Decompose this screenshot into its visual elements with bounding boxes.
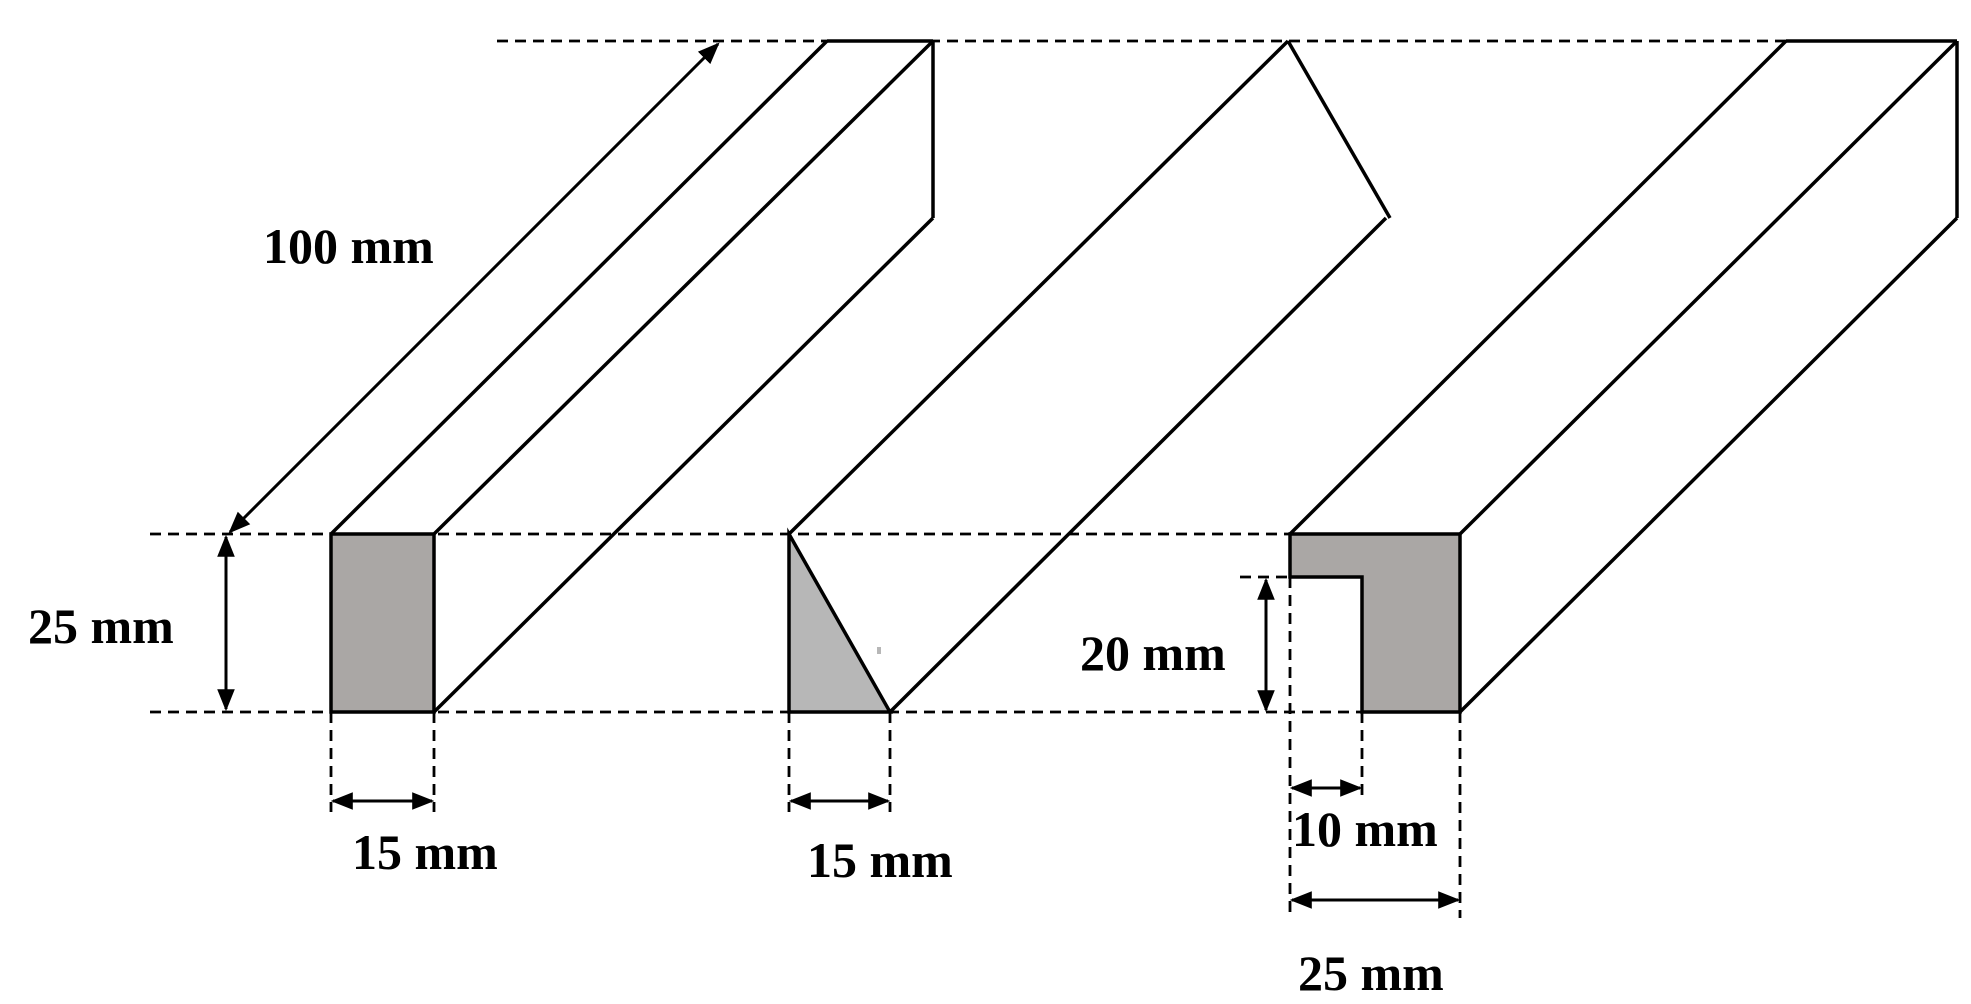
l-top-right-edge [1458, 39, 1959, 536]
length-label: 100 mm [263, 218, 434, 274]
l-width-label: 25 mm [1298, 945, 1444, 1001]
rect-cross-section [329, 532, 436, 714]
triangular-beam [787, 39, 1392, 714]
stray-mark [877, 647, 881, 654]
l-section-beam [1288, 39, 1959, 714]
tri-width-label: 15 mm [807, 832, 953, 888]
dimension-arrows [217, 42, 1461, 909]
height-label: 25 mm [28, 598, 174, 654]
l-cross-section [1288, 532, 1462, 714]
l-bottom-right-edge [1458, 216, 1959, 714]
length-dimension-arrow [228, 42, 720, 534]
tri-back-edge [1286, 40, 1392, 219]
triangle-cross-section [787, 527, 894, 714]
dimension-labels: 100 mm 25 mm 15 mm 15 mm 20 mm 10 mm 25 … [28, 218, 1444, 1001]
rectangular-beam [329, 39, 935, 714]
l-top-left-edge [1288, 39, 1788, 536]
rect-width-label: 15 mm [352, 824, 498, 880]
notch-width-label: 10 mm [1292, 801, 1438, 857]
notch-height-label: 20 mm [1080, 625, 1226, 681]
rect-top-left-edge [329, 39, 829, 536]
rect-top-right-edge [432, 39, 935, 536]
tri-top-edge [787, 39, 1290, 536]
tri-bottom-edge [888, 216, 1388, 714]
reference-lines [150, 39, 1948, 918]
